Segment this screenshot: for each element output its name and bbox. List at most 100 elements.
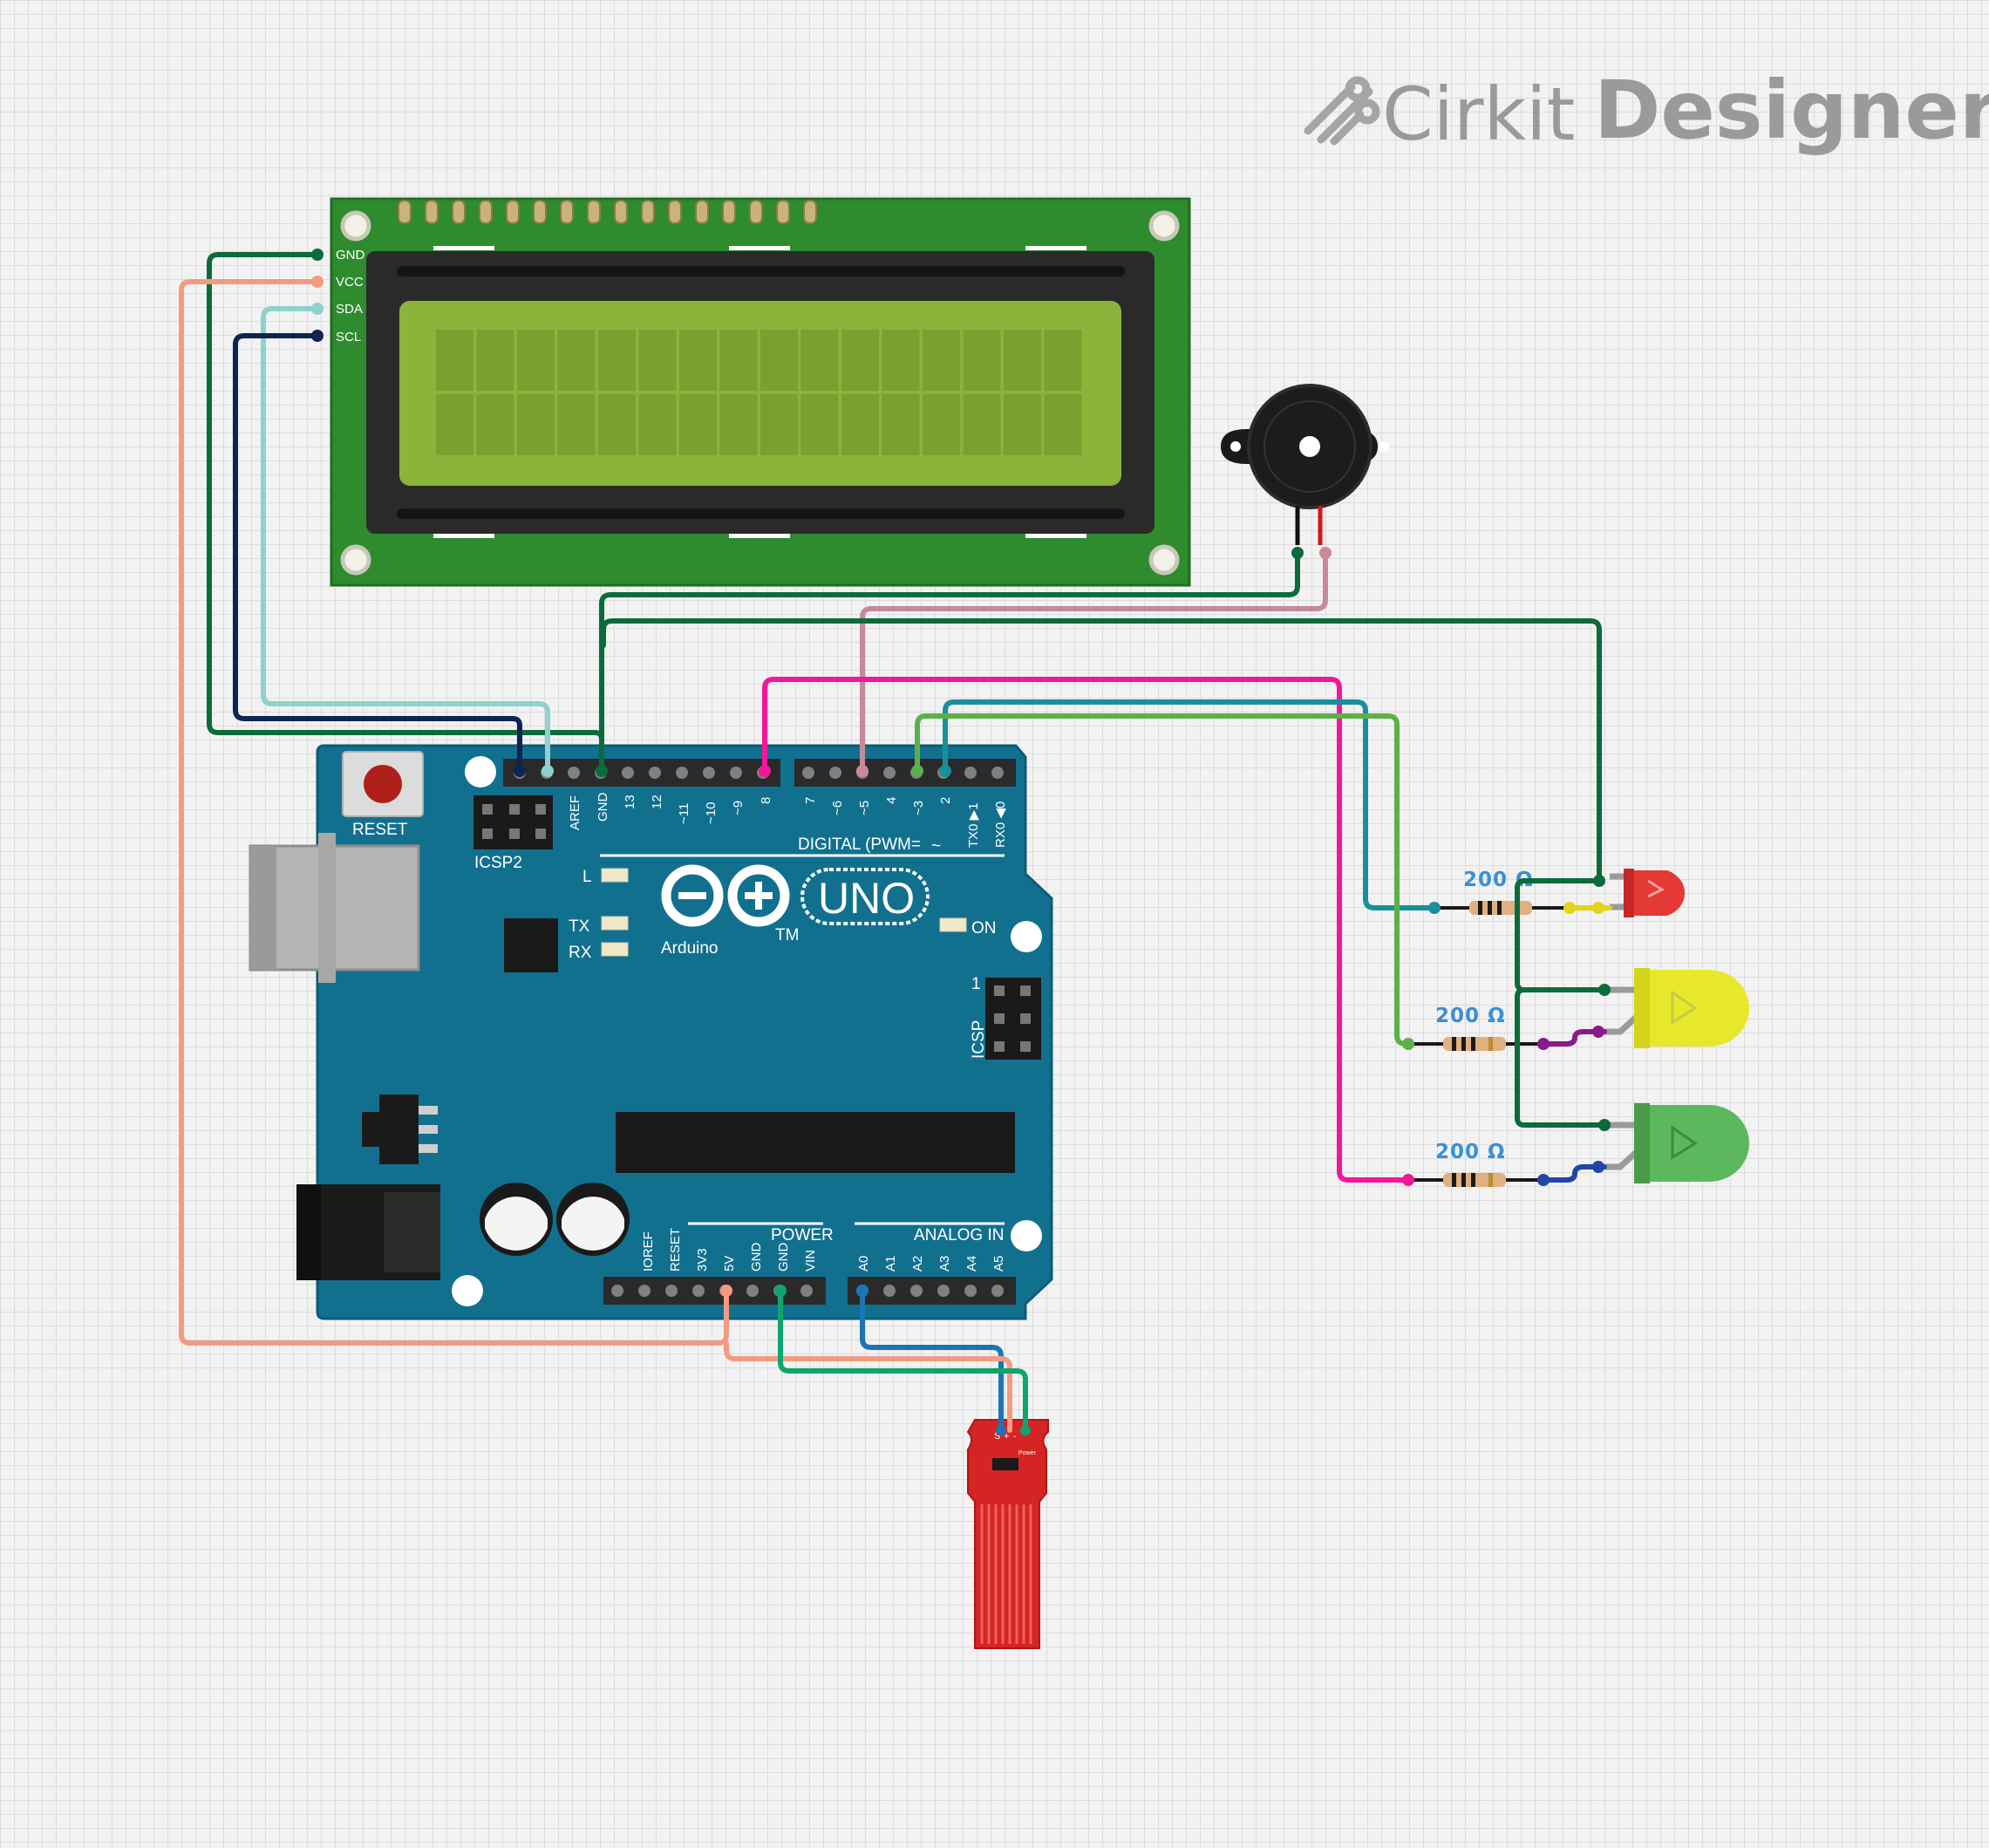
led-l-label: L xyxy=(582,868,592,886)
wire-res3-led[interactable] xyxy=(1541,1164,1607,1183)
wire-lcd-vcc[interactable] xyxy=(179,279,729,1346)
header-pin[interactable] xyxy=(649,767,661,779)
reset-button[interactable]: RESET xyxy=(342,751,424,839)
arduino-logo: UNO Arduino TM xyxy=(661,864,930,958)
power-header xyxy=(603,1277,826,1305)
header-pin[interactable] xyxy=(991,1285,1004,1297)
pin-label-a5: A5 xyxy=(991,1256,1006,1272)
lcd-char-cell xyxy=(598,394,636,455)
wire-sensor-signal[interactable] xyxy=(860,1288,1004,1433)
resistor-2-label: 200 Ω xyxy=(1435,1005,1506,1027)
wires xyxy=(179,252,1612,1433)
lcd-char-cell xyxy=(679,330,717,391)
lcd-char-cell xyxy=(517,330,555,391)
lcd-char-cell xyxy=(476,394,514,455)
resistor-2[interactable]: 200 Ω xyxy=(1408,1005,1543,1051)
wire-pin8[interactable] xyxy=(762,677,1411,1183)
pin-label-3: ~3 xyxy=(911,801,926,815)
wire-endpoints xyxy=(311,249,1611,1435)
header-pin[interactable] xyxy=(622,767,634,779)
header-pin[interactable] xyxy=(991,767,1004,779)
lcd-screen xyxy=(399,301,1121,486)
header-pin[interactable] xyxy=(730,767,742,779)
water-level-sensor[interactable]: S + - Power xyxy=(966,1419,1049,1649)
header-pin[interactable] xyxy=(883,1285,896,1297)
lcd-i2c-pins: GND VCC SDA SCL xyxy=(336,248,365,344)
arduino-uno[interactable]: RESET ICSP2 1 ICSP AREF GND 13 12 xyxy=(249,744,1053,1320)
pin-label-a3: A3 xyxy=(937,1256,952,1272)
digital-pin-labels-right: 7 ~6 ~5 4 ~3 2 TX0 ▶1 RX0 ◀0 xyxy=(803,797,1008,848)
voltage-regulator xyxy=(362,1094,438,1164)
lcd-char-cell xyxy=(963,330,1001,391)
wire-sensor-gnd[interactable] xyxy=(778,1288,1028,1433)
pin-label-6: ~6 xyxy=(830,801,845,815)
pin-label-a0: A0 xyxy=(856,1256,871,1272)
header-pin[interactable] xyxy=(638,1285,651,1297)
wire-res2-led[interactable] xyxy=(1541,1029,1607,1047)
pin-label-12: 12 xyxy=(650,794,664,809)
lcd-char-cell xyxy=(598,330,636,391)
led-red[interactable] xyxy=(1610,869,1686,917)
led-green[interactable] xyxy=(1604,1103,1749,1183)
header-pin[interactable] xyxy=(883,767,896,779)
model-name: UNO xyxy=(818,874,915,923)
wire-led-gnd-bus[interactable] xyxy=(1515,878,1607,1128)
analog-pin-labels: A0 A1 A2 A3 A4 A5 xyxy=(856,1256,1006,1272)
analog-label: ANALOG IN xyxy=(914,1226,1004,1245)
resistor-1[interactable]: 200 Ω xyxy=(1434,869,1570,915)
sensor-board xyxy=(966,1419,1049,1649)
header-pin[interactable] xyxy=(937,1285,950,1297)
lcd-pin-gnd-label: GND xyxy=(336,248,365,263)
icsp-label: ICSP xyxy=(970,1020,988,1059)
wire-pin2[interactable] xyxy=(943,699,1437,910)
digital-tilde: ~ xyxy=(931,837,941,856)
trademark: TM xyxy=(775,926,799,944)
wire-sensor-vcc[interactable] xyxy=(724,1340,1012,1433)
header-pin[interactable] xyxy=(676,767,688,779)
lcd-pin-sda-label: SDA xyxy=(336,302,363,317)
header-pin[interactable] xyxy=(665,1285,678,1297)
resistor-3[interactable]: 200 Ω xyxy=(1408,1141,1543,1187)
wire-led-gnd[interactable] xyxy=(601,618,1602,883)
header-pin[interactable] xyxy=(910,1285,923,1297)
header-pin[interactable] xyxy=(964,767,977,779)
wire-buzzer-gnd[interactable] xyxy=(599,550,1300,774)
wire-buzzer-signal[interactable] xyxy=(860,550,1328,774)
buzzer[interactable] xyxy=(1221,384,1389,545)
lcd-char-cell xyxy=(719,330,758,391)
atmega-chip xyxy=(616,1112,1015,1173)
pin-label-a2: A2 xyxy=(910,1256,925,1272)
header-pin[interactable] xyxy=(964,1285,977,1297)
brand-name-light: Cirkit xyxy=(1382,72,1575,157)
header-pin[interactable] xyxy=(829,767,841,779)
pin-label-ioref: IOREF xyxy=(641,1231,656,1272)
lcd-char-cell xyxy=(1044,330,1082,391)
wire-lcd-scl[interactable] xyxy=(233,333,522,774)
header-pin[interactable] xyxy=(802,767,814,779)
pin-label-a4: A4 xyxy=(964,1256,979,1272)
lcd-char-cell xyxy=(923,394,960,455)
wire-lcd-sda[interactable] xyxy=(261,306,550,774)
led-tx-label: TX xyxy=(569,917,590,936)
header-pin[interactable] xyxy=(611,1285,623,1297)
header-pin[interactable] xyxy=(800,1285,813,1297)
icsp-pin1-label: 1 xyxy=(971,975,981,993)
lcd-char-cell xyxy=(436,330,473,391)
header-pin[interactable] xyxy=(746,1285,759,1297)
pin-label-tx: TX0 ▶1 xyxy=(966,802,981,848)
lcd-char-cell xyxy=(1044,394,1082,455)
wire-pin3[interactable] xyxy=(915,713,1411,1047)
lcd-module[interactable]: GND VCC SDA SCL xyxy=(330,197,1191,587)
led-rx-label: RX xyxy=(569,944,592,962)
header-pin[interactable] xyxy=(703,767,715,779)
header-pin[interactable] xyxy=(692,1285,705,1297)
pin-label-10: ~10 xyxy=(704,802,719,824)
capacitors xyxy=(480,1183,630,1256)
pin-label-4: 4 xyxy=(884,797,899,804)
pin-label-2: 2 xyxy=(938,797,953,804)
led-yellow[interactable] xyxy=(1604,968,1749,1048)
header-pin[interactable] xyxy=(568,767,580,779)
pin-label-reset: RESET xyxy=(668,1228,683,1272)
icsp-header: 1 ICSP xyxy=(970,975,1041,1060)
digital-header-right xyxy=(794,759,1016,787)
